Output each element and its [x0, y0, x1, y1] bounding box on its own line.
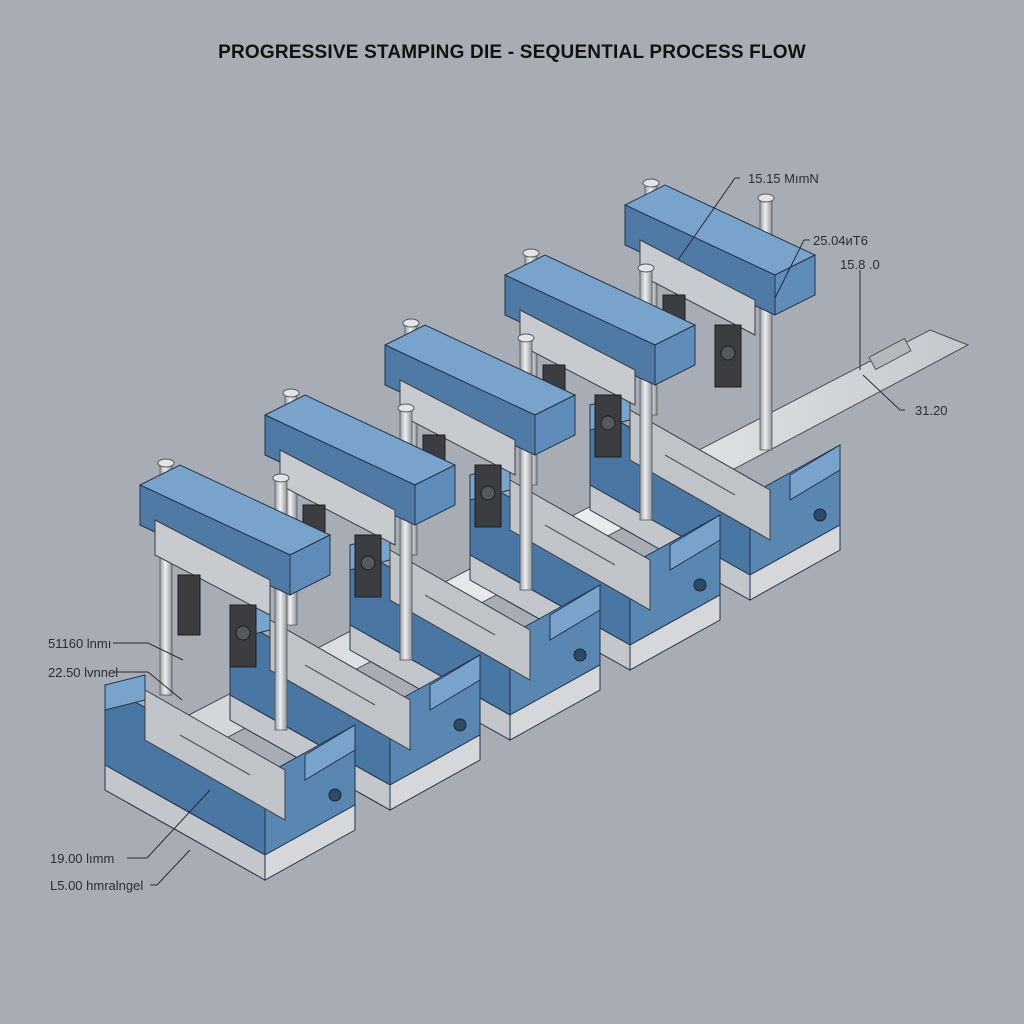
dimension-label-left-3: 19.00 lımm [50, 851, 115, 866]
diagram-title: PROGRESSIVE STAMPING DIE - SEQUENTIAL PR… [218, 42, 806, 63]
dimension-label-left-1: 51160 lnmı [48, 636, 112, 651]
dimension-label-top-1: 15.15 MımN [748, 171, 819, 186]
dimension-label-right-1: 31.20 [915, 403, 948, 418]
dimension-label-left-4: L5.00 hmralngel [50, 878, 144, 893]
dimension-label-top-3: 15.8 .0 [840, 257, 880, 272]
dimension-label-left-2: 22.50 lvnnel [48, 665, 119, 680]
dimension-label-top-2: 25.04ᴎT6 [813, 233, 868, 248]
